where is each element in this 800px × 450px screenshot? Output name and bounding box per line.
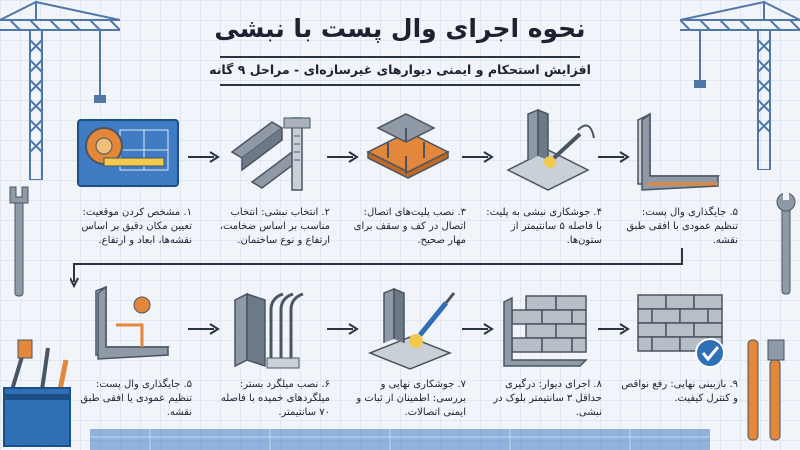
step-5-caption: ۵. جایگذاری وال پست: تنظیم عمودی با افقی… — [626, 207, 738, 246]
blueprint-strip-bottom — [90, 429, 710, 450]
step-9-caption: ۹. بازبینی نهایی: رفع نواقص و کنترل کیفی… — [621, 379, 738, 404]
rebar-angle-icon — [234, 292, 304, 369]
block-wall-icon — [503, 295, 588, 367]
page-title: نحوه اجرای وال پست با نبشی — [214, 14, 586, 43]
angle-level-icon — [95, 285, 170, 360]
toolbox-left-illustration — [3, 339, 71, 447]
arrow-9-10 — [598, 323, 630, 335]
divider-top — [220, 56, 580, 58]
arrow-8-9 — [462, 323, 494, 335]
arrow-7-8 — [327, 323, 359, 335]
step-1-caption: ۱. مشخص کردن موقعیت: تعیین مکان دقیق بر … — [81, 207, 192, 246]
step-3-caption: ۳. نصب پلیت‌های اتصال: اتصال در کف و سقف… — [353, 207, 466, 246]
wall-check-icon — [637, 294, 725, 368]
step-6-caption: ۶. نصب میلگرد بستر: میلگردهای خمیده با ف… — [220, 379, 330, 418]
step-5b-caption: ۵. جایگذاری وال پست: تنظیم عمودی یا افقی… — [80, 379, 192, 418]
tools-right-illustration — [747, 339, 785, 441]
step-7-caption: ۷. جوشکاری نهایی و بررسی: اطمینان از ثبا… — [356, 379, 466, 418]
welding-angle-icon — [506, 108, 595, 191]
arrow-3-4 — [462, 151, 494, 163]
row-connector-arrow — [70, 248, 683, 288]
angle-profile-icon — [637, 112, 721, 191]
wrench-left-icon — [9, 186, 29, 297]
arrow-2-3 — [327, 151, 359, 163]
blueprint-tape-measure-icon — [77, 119, 179, 187]
arrow-4-5 — [598, 151, 630, 163]
final-welding-icon — [367, 287, 456, 370]
arrow-6-7 — [188, 323, 220, 335]
crane-right-illustration — [680, 0, 800, 170]
base-plate-bolts-icon — [366, 113, 450, 179]
wrench-right-icon — [776, 192, 796, 295]
step-4-caption: ۴. جوشکاری نبشی به پلیت: با فاصله ۵ سانت… — [486, 207, 602, 246]
step-2-caption: ۲. انتخاب نبشی: انتخاب مناسب بر اساس ضخا… — [219, 207, 330, 246]
arrow-1-2 — [188, 151, 220, 163]
page-subtitle: افزایش استحکام و ایمنی دیوارهای غیرسازه‌… — [209, 62, 591, 77]
angle-caliper-icon — [230, 117, 311, 191]
crane-left-illustration — [0, 0, 120, 180]
divider-bottom — [220, 84, 580, 86]
step-8-caption: ۸. اجرای دیوار: درگیری حداقل ۳ سانتیمتر … — [493, 379, 602, 418]
